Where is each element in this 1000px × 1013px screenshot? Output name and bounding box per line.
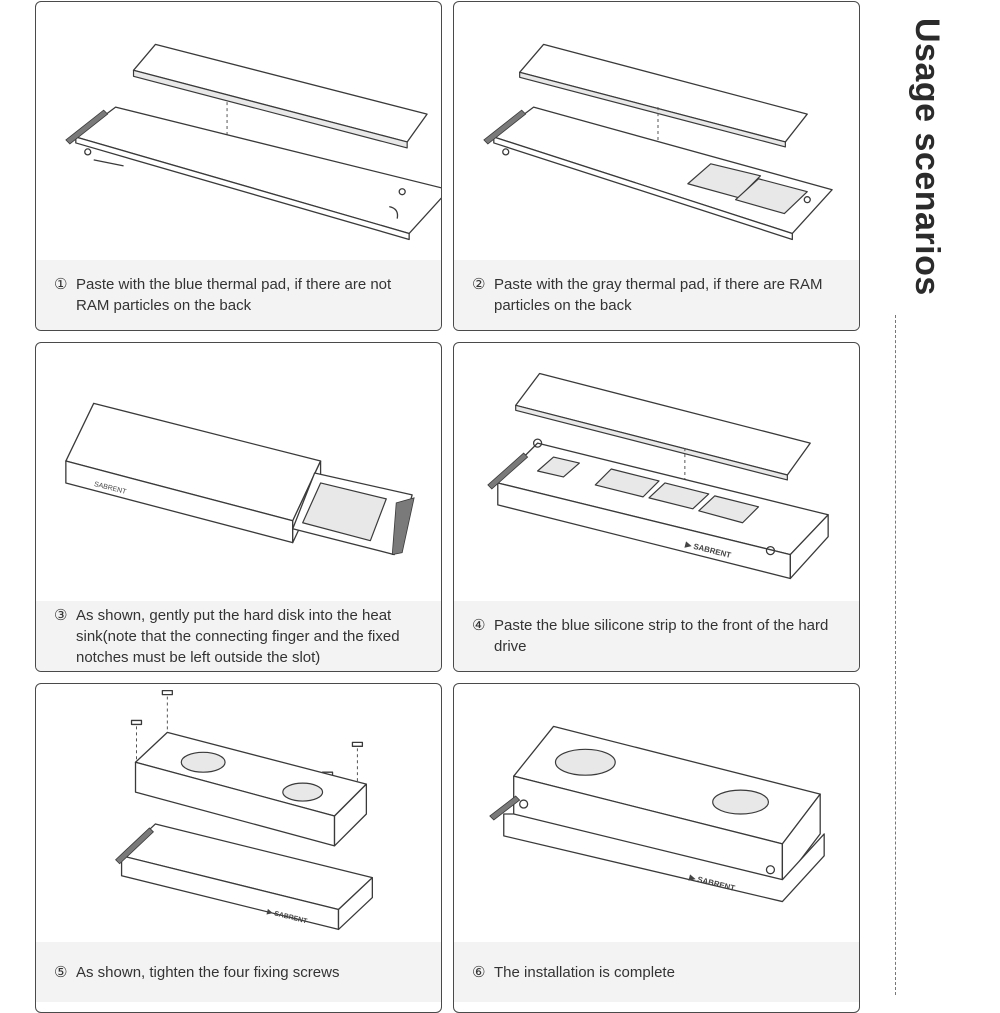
illustration-silicone-strip: ▶ SABRENT — [487, 372, 829, 580]
step-caption-3: ③ As shown, gently put the hard disk int… — [36, 601, 441, 671]
step-caption-6: ⑥ The installation is complete — [454, 942, 859, 1002]
step-caption-5: ⑤ As shown, tighten the four fixing scre… — [36, 942, 441, 1002]
step-card-1: ① Paste with the blue thermal pad, if th… — [35, 1, 442, 331]
divider-dashed-line — [895, 315, 896, 995]
illustration-ssd-with-gray-pad — [483, 43, 833, 241]
step-number: ③ — [54, 606, 68, 624]
illustration-insert-ssd-into-heatsink: SABRENT — [65, 402, 415, 556]
step-card-4: ▶ SABRENT ④ Paste the blue silicone stri… — [453, 342, 860, 672]
step-number: ④ — [472, 617, 486, 634]
illustration-ssd-with-thermal-pad — [65, 43, 441, 241]
step-text: Paste the blue silicone strip to the fro… — [494, 617, 829, 655]
illustration-installation-complete: ▶ SABRENT — [489, 725, 825, 903]
step-text: Paste with the gray thermal pad, if ther… — [494, 276, 823, 314]
step-text: Paste with the blue thermal pad, if ther… — [76, 276, 392, 314]
step-caption-1: ① Paste with the blue thermal pad, if th… — [36, 260, 441, 330]
step-card-5: ▶ SABRENT ⑤ As shown, tighten the four f… — [35, 683, 442, 1013]
step-text: The installation is complete — [494, 963, 675, 981]
step-text: As shown, gently put the hard disk into … — [76, 606, 400, 666]
step-caption-2: ② Paste with the gray thermal pad, if th… — [454, 260, 859, 330]
step-text: As shown, tighten the four fixing screws — [76, 963, 340, 981]
step-card-6: ▶ SABRENT ⑥ The installation is complete — [453, 683, 860, 1013]
page-title-text: Usage scenarios — [908, 18, 946, 296]
step-number: ① — [54, 276, 68, 293]
step-card-2: ② Paste with the gray thermal pad, if th… — [453, 1, 860, 331]
step-number: ② — [472, 276, 486, 293]
illustration-tighten-screws: ▶ SABRENT — [115, 689, 373, 931]
page-title: Usage scenarios — [900, 18, 952, 308]
step-number: ⑥ — [472, 963, 486, 981]
step-caption-4: ④ Paste the blue silicone strip to the f… — [454, 601, 859, 671]
step-card-3: SABRENT ③ As shown, gently put the hard … — [35, 342, 442, 672]
step-number: ⑤ — [54, 963, 68, 981]
